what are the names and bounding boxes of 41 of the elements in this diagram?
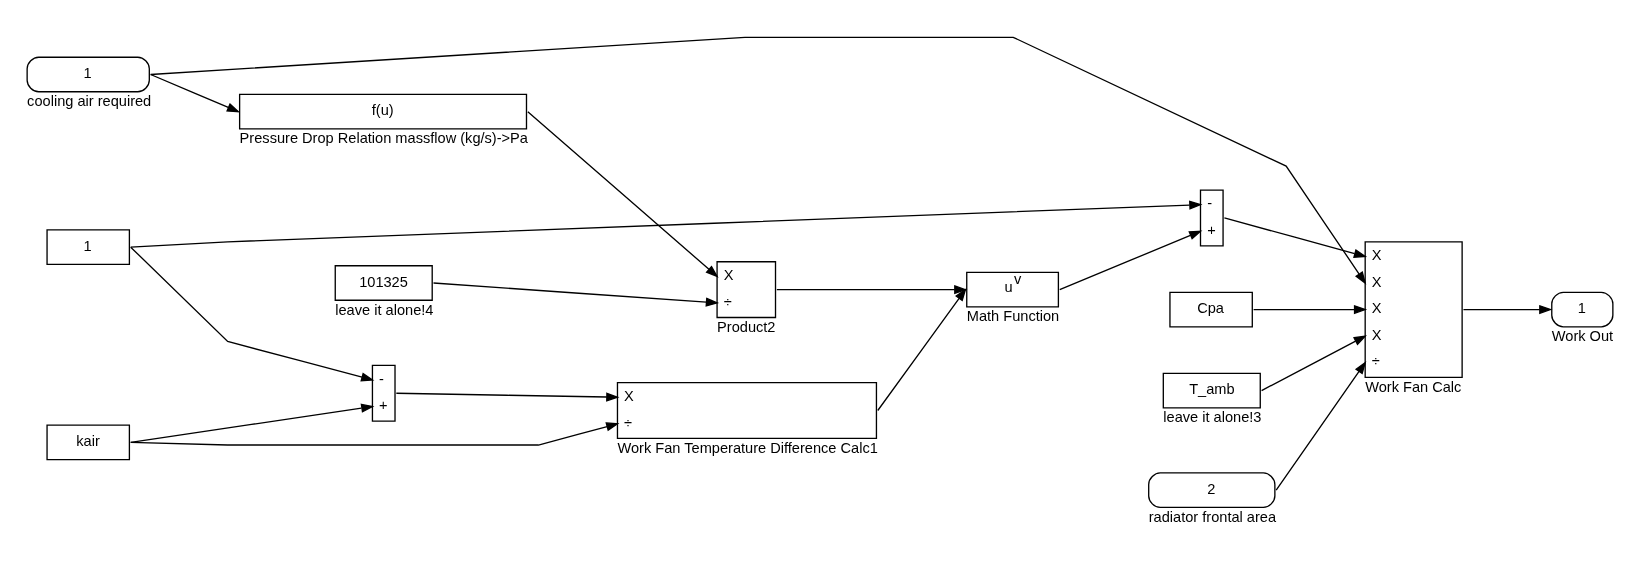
node-label: Work Out: [1551, 327, 1613, 344]
arrow: [526, 110, 719, 278]
node-box: X ÷: [715, 260, 776, 318]
node-box: kair: [45, 423, 130, 460]
arrow: [1462, 304, 1552, 314]
node-label: Math Function: [966, 307, 1059, 324]
node-box: 1: [25, 56, 150, 92]
arrow: [1260, 334, 1367, 391]
node-box: f(u): [238, 93, 527, 130]
node-box: 1: [45, 228, 130, 265]
node-label: Product2: [716, 318, 775, 335]
arrow: [149, 73, 240, 112]
node-label: Work Fan Temperature Difference Calc1: [616, 439, 878, 456]
node-box: X X X X ÷: [1364, 240, 1463, 378]
arrow: [1058, 229, 1202, 290]
node-box: T_amb: [1162, 372, 1261, 408]
arrow: [775, 284, 967, 294]
node-label: Pressure Drop Relation massflow (kg/s)->Pa: [239, 129, 528, 146]
arrow: [149, 36, 1366, 285]
arrow: [876, 287, 967, 411]
node-label: leave it alone!4: [334, 301, 433, 318]
node-box: 1: [1550, 291, 1614, 327]
arrow: [1275, 360, 1366, 491]
node-box: Cpa: [1168, 291, 1253, 327]
arrow: [1252, 304, 1367, 314]
arrow: [432, 281, 719, 307]
node-label: Work Fan Calc: [1364, 378, 1461, 395]
arrow: [395, 391, 619, 402]
node-box: X ÷: [616, 381, 877, 439]
node-box: 101325: [334, 264, 433, 301]
node-label: leave it alone!3: [1162, 408, 1261, 425]
node-box: - +: [371, 364, 396, 422]
arrow: [129, 421, 619, 446]
arrow: [129, 199, 1202, 248]
arrow: [129, 246, 374, 382]
node-box: 2: [1147, 471, 1276, 508]
arrow: [129, 403, 374, 443]
node-box: - +: [1199, 188, 1224, 246]
node-label: radiator frontal area: [1148, 508, 1276, 525]
arrow: [1223, 216, 1367, 258]
node-label: cooling air required: [26, 92, 151, 109]
